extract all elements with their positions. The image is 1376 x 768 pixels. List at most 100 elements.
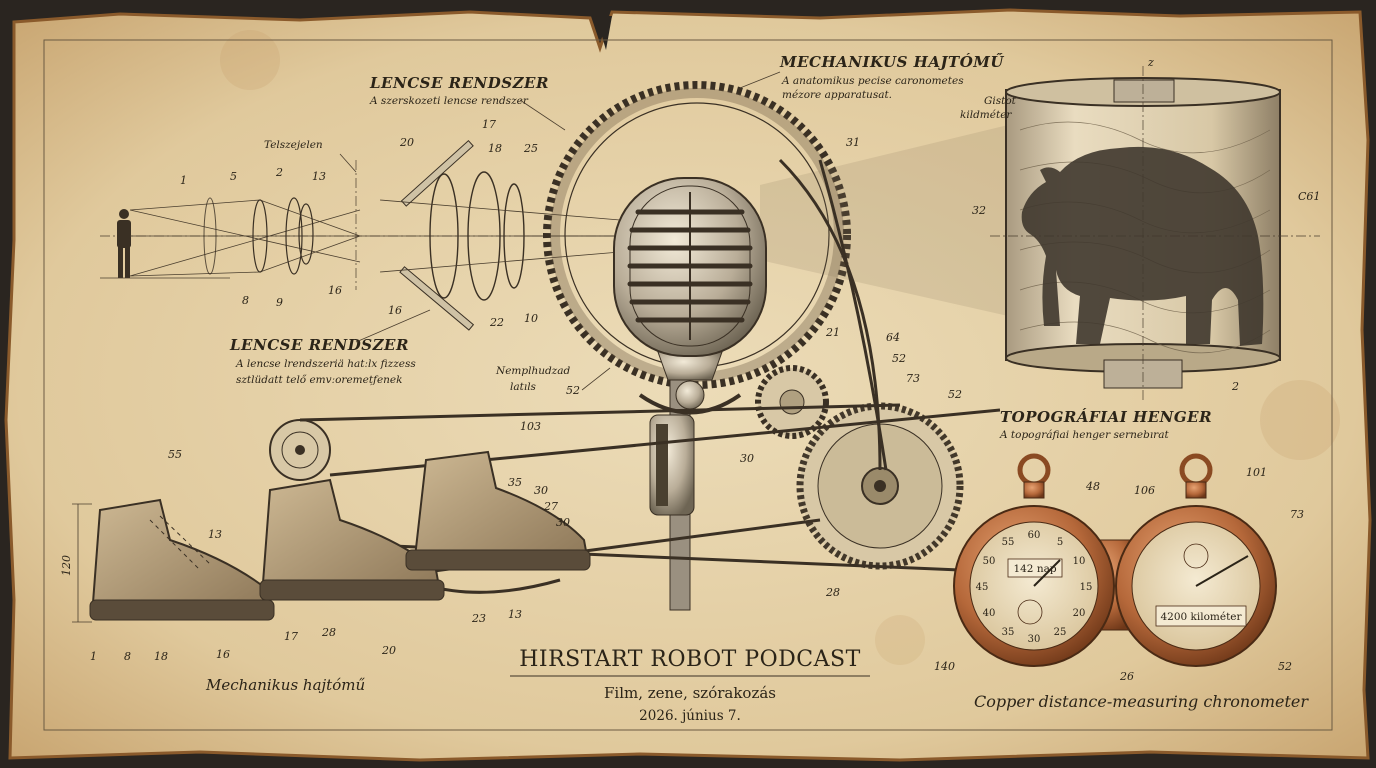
telszejelen-label: Telszejelen (264, 139, 323, 151)
callout: 8 (242, 294, 249, 307)
callout: 22 (489, 316, 504, 329)
callout: 13 (208, 528, 222, 541)
cgi-label: C61 (1298, 190, 1320, 203)
stain (875, 615, 925, 665)
callout: 25 (523, 142, 538, 155)
callout: 64 (886, 331, 900, 344)
callout: 52 (566, 384, 580, 397)
boot-right (405, 450, 591, 571)
microphone (613, 177, 767, 611)
gistot-label-1: Gistot (984, 95, 1017, 107)
callout: 52 (948, 388, 962, 401)
callout: 2 (275, 166, 283, 179)
dial-number: 15 (1080, 582, 1093, 593)
nemplhudzad-label-2: latıls (510, 381, 537, 393)
callout: 101 (1246, 466, 1267, 479)
boot-middle (259, 478, 445, 601)
axis-z-label: z (1147, 56, 1154, 69)
frame-border (43, 39, 1333, 731)
callout: 18 (488, 142, 502, 155)
gear-sub-1: A anatomikus pecise caronometes (781, 75, 964, 87)
dial-number: 35 (1002, 627, 1015, 638)
callout: 48 (1085, 480, 1100, 493)
cylinder-heading: TOPOGRÁFIAI HENGER (1000, 408, 1212, 426)
callout: 5 (230, 170, 237, 183)
callout: 106 (1134, 484, 1155, 497)
dial-number: 20 (1073, 608, 1086, 619)
callout: 16 (388, 304, 402, 317)
person-figure (117, 209, 131, 278)
callout: 73 (1290, 508, 1304, 521)
dial-number: 50 (983, 556, 996, 567)
podcast-tagline: Film, zene, szórakozás (604, 684, 776, 702)
chronometer-callouts: 48 106 101 73 140 26 52 (934, 466, 1304, 683)
callout: 13 (508, 608, 522, 621)
callout: 31 (846, 136, 860, 149)
callout: 1 (90, 650, 97, 663)
stain (1260, 380, 1340, 460)
left-readout: 142 nap (1013, 563, 1056, 575)
callout: 23 (471, 612, 486, 625)
dial-number: 30 (1028, 634, 1041, 645)
callout: 13 (312, 170, 326, 183)
dial-number: 60 (1028, 530, 1041, 541)
boots-caption: Mechanikus hajtómű (205, 676, 365, 694)
callout: 28 (321, 626, 336, 639)
dial-number: 25 (1054, 627, 1067, 638)
light-beam (760, 110, 1070, 330)
callout: 16 (216, 648, 230, 661)
boot-left (89, 498, 275, 621)
callout: 52 (892, 352, 906, 365)
lens-callouts: 1 5 2 13 8 9 16 20 17 18 25 16 22 10 (180, 118, 538, 329)
callout: 73 (906, 372, 920, 385)
callout: 27 (543, 500, 558, 513)
callout: 16 (328, 284, 342, 297)
callout: 8 (124, 650, 131, 663)
callout: 26 (1119, 670, 1134, 683)
gistot-label-2: kildméter (960, 109, 1012, 121)
lens-top-heading: LENCSE RENDSZER (369, 74, 549, 92)
chronometer-right: 4200 kilométer (1115, 453, 1277, 667)
stain (220, 30, 280, 90)
boots (72, 450, 591, 623)
callout: 103 (520, 420, 541, 433)
callout: 17 (482, 118, 496, 131)
callout: 55 (168, 448, 182, 461)
chronometer-caption: Copper distance-measuring chronometer (974, 692, 1309, 711)
callout: 35 (508, 476, 522, 489)
callout: 17 (284, 630, 298, 643)
callout: 52 (1278, 660, 1292, 673)
podcast-title: HIRSTART ROBOT PODCAST (519, 647, 861, 672)
lens-bottom-heading: LENCSE RENDSZER (229, 336, 409, 354)
callout: 1 (180, 174, 187, 187)
callout: 140 (934, 660, 955, 673)
callout: 20 (381, 644, 396, 657)
gear-heading: MECHANIKUS HAJTÓMŰ (779, 53, 1004, 71)
nemplhudzad-label-1: Nemplhudzad (495, 365, 570, 377)
podcast-date: 2026. június 7. (639, 708, 741, 724)
callout: 30 (534, 484, 548, 497)
cylinder-sub: A topográfiai henger sernebırat (999, 429, 1169, 441)
callout: 28 (825, 586, 840, 599)
callout: 2 (1231, 380, 1239, 393)
callout: 30 (556, 516, 570, 529)
callout: 30 (740, 452, 754, 465)
dial-number: 10 (1073, 556, 1086, 567)
dial-number: 40 (983, 608, 996, 619)
dial-number: 55 (1002, 537, 1015, 548)
topographic-cylinder (990, 66, 1320, 400)
callout: 10 (524, 312, 538, 325)
dial-number: 5 (1057, 537, 1063, 548)
lens-bottom-sub-2: sztlüdatt telő emvːoremețfenek (236, 373, 403, 386)
callout: 21 (825, 326, 840, 339)
callout: 32 (972, 204, 986, 217)
callout: 20 (399, 136, 414, 149)
callout: 18 (154, 650, 168, 663)
boot-callouts: 55 13 35 30 27 30 1 8 18 16 17 28 20 23 … (90, 448, 570, 663)
callout: 9 (276, 296, 283, 309)
